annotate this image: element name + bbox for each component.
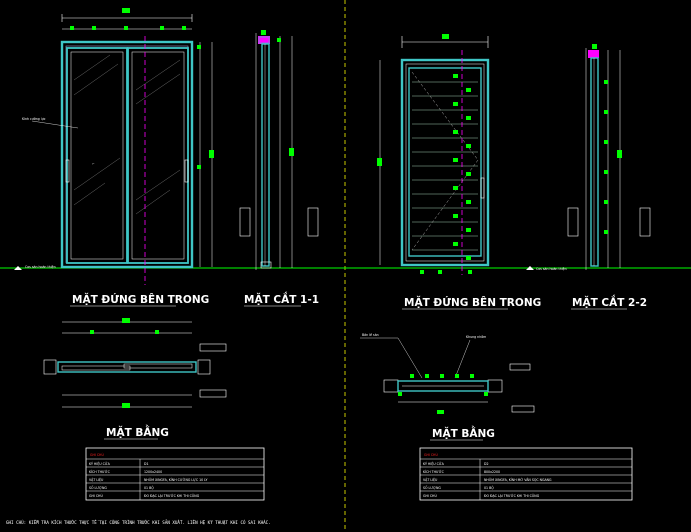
left-table-cell: ĐO ĐẠC LẠI TRƯỚC KHI THI CÔNG bbox=[144, 493, 200, 498]
left-table-cell: VẬT LIỆU bbox=[89, 477, 104, 482]
left-elevation: Kính cường lực ⌐ Cos sàn hoàn thiện bbox=[14, 8, 214, 285]
right-table-cell: 800x2200 bbox=[484, 470, 500, 474]
right-spec-table: GHI CHÚ KÝ HIỆU CỬA D2 KÍCH THƯỚC 800x22… bbox=[419, 447, 633, 501]
louver-lines bbox=[412, 81, 478, 251]
left-table-cell: GHI CHÚ bbox=[89, 493, 103, 498]
left-table-cell: NHÔM XINGFA, KÍNH CƯỜNG LỰC 10 LY bbox=[144, 477, 208, 482]
right-elevation-title: MẶT ĐỨNG BÊN TRONG bbox=[404, 295, 541, 309]
right-table-cell: KÝ HIỆU CỬA bbox=[423, 461, 445, 466]
callout-b-right: Khung nhôm bbox=[466, 335, 486, 339]
right-section-title: MẶT CẮT 2-2 bbox=[572, 294, 647, 309]
left-table-cell: 1200x2400 bbox=[144, 470, 162, 474]
left-table-cell: 01 BỘ bbox=[144, 485, 154, 490]
left-table-cell: KÝ HIỆU CỬA bbox=[89, 461, 111, 466]
right-plan-title: MẶT BẰNG bbox=[432, 425, 495, 440]
right-table-cell: ĐO ĐẠC LẠI TRƯỚC KHI THI CÔNG bbox=[484, 493, 540, 498]
footer-note: GHI CHÚ: KIỂM TRA KÍCH THƯỚC THỰC TẾ TẠI… bbox=[6, 520, 271, 525]
left-spec-table: GHI CHÚ KÝ HIỆU CỬA D1 KÍCH THƯỚC 1200x2… bbox=[85, 447, 265, 501]
svg-text:⌐: ⌐ bbox=[92, 162, 95, 166]
right-table-header: GHI CHÚ bbox=[424, 452, 438, 457]
right-elevation: Cos sàn hoàn thiện bbox=[377, 34, 567, 275]
callout-a-right: Bản lề sàn bbox=[362, 333, 379, 337]
left-table-cell: SỐ LƯỢNG bbox=[89, 485, 107, 490]
left-plan bbox=[43, 318, 227, 408]
left-table-header: GHI CHÚ bbox=[90, 452, 104, 457]
right-plan: Bản lề sàn Khung nhôm bbox=[360, 333, 535, 414]
left-plan-title: MẶT BẰNG bbox=[106, 424, 169, 439]
right-table-cell: 01 BỘ bbox=[484, 485, 494, 490]
floor-label-left: Cos sàn hoàn thiện bbox=[25, 265, 56, 269]
right-table-cell: D2 bbox=[484, 462, 488, 466]
left-table-cell: D1 bbox=[144, 462, 148, 466]
right-table-cell: GHI CHÚ bbox=[423, 493, 437, 498]
right-table-cell: NHÔM XINGFA, KÍNH MỜ VÂN SỌC NGANG bbox=[484, 477, 552, 482]
right-table-cell: KÍCH THƯỚC bbox=[423, 469, 445, 474]
right-table-cell: SỐ LƯỢNG bbox=[423, 485, 441, 490]
left-section bbox=[239, 30, 319, 270]
right-section bbox=[567, 44, 651, 270]
left-section-title: MẶT CẮT 1-1 bbox=[244, 291, 319, 306]
callout-glass-left: Kính cường lực bbox=[22, 117, 46, 121]
left-table-cell: KÍCH THƯỚC bbox=[89, 469, 111, 474]
floor-label-right: Cos sàn hoàn thiện bbox=[536, 267, 567, 271]
left-elevation-title: MẶT ĐỨNG BÊN TRONG bbox=[72, 292, 209, 306]
right-table-cell: VẬT LIỆU bbox=[423, 477, 438, 482]
